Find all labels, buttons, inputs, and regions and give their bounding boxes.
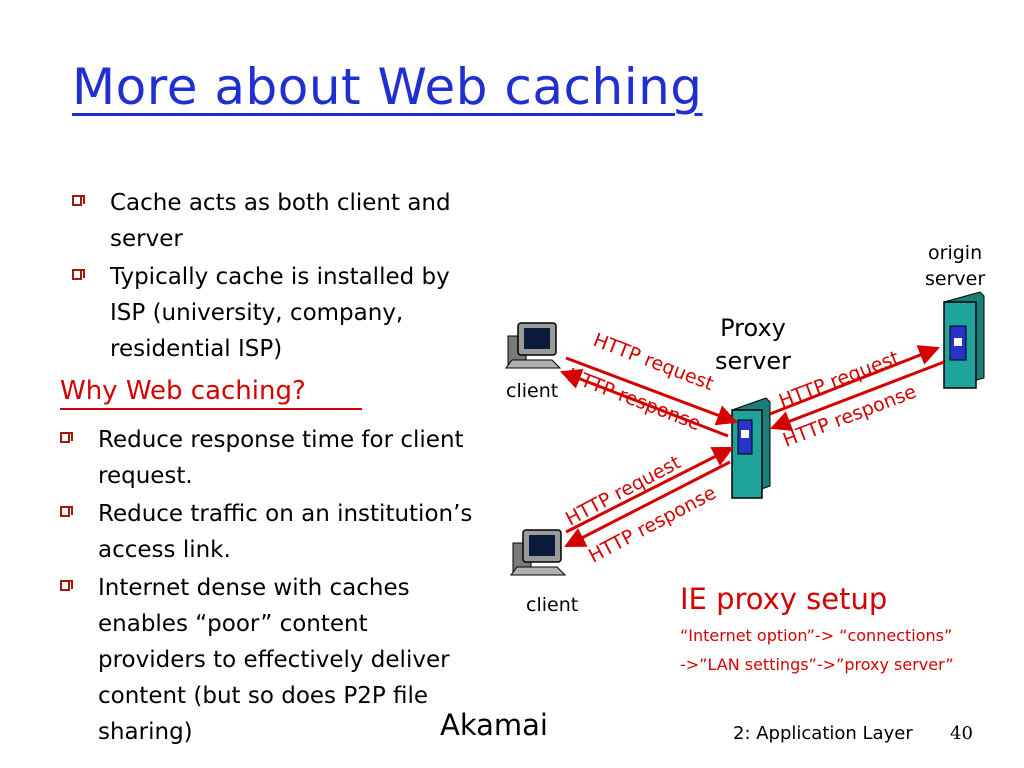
arrow-response (564, 460, 731, 548)
computer-icon (505, 322, 562, 369)
proxy-server-icon (731, 397, 771, 499)
origin-server-label: origin server (925, 240, 985, 292)
page-number: 40 (950, 723, 973, 744)
bullet-item: Cache acts as both client and server (72, 185, 472, 257)
bullet-item: Reduce response time for client request. (60, 422, 480, 494)
proxy-server-label: Proxy server (715, 312, 791, 378)
arrow-response (560, 369, 729, 438)
proxy-label-line: Proxy (720, 314, 786, 342)
bullet-list-why: Reduce response time for client request.… (60, 422, 480, 752)
proxy-label-line: server (715, 347, 791, 375)
bullet-item: Reduce traffic on an institution’s acces… (60, 496, 480, 568)
ie-proxy-title: IE proxy setup (680, 582, 888, 616)
computer-icon (510, 529, 567, 576)
slide-title: More about Web caching (72, 58, 703, 116)
bullet-text: Typically cache is installed by ISP (uni… (110, 264, 450, 362)
ie-proxy-line: “Internet option”-> “connections” (680, 626, 953, 645)
bullet-box-icon (72, 269, 85, 280)
bullet-list-top: Cache acts as both client and server Typ… (72, 185, 472, 369)
footer-text: 2: Application Layer (733, 723, 913, 744)
arrow-request (565, 446, 734, 534)
bullet-box-icon (60, 506, 73, 517)
bullet-item: Internet dense with caches enables “poor… (60, 570, 480, 750)
bullet-text: Internet dense with caches enables “poor… (98, 575, 450, 745)
bullet-text: Cache acts as both client and server (110, 190, 451, 252)
client-bottom-label: client (526, 594, 578, 616)
arrow-request (769, 345, 940, 416)
bullet-text: Reduce traffic on an institution’s acces… (98, 501, 473, 563)
bullet-box-icon (60, 580, 73, 591)
origin-label-line: origin (928, 242, 983, 264)
bullet-box-icon (60, 432, 73, 443)
arrow-request (565, 356, 738, 426)
origin-label-line: server (925, 268, 986, 290)
ie-proxy-line: ->”LAN settings”->”proxy server” (680, 655, 954, 674)
bullet-text: Reduce response time for client request. (98, 427, 464, 489)
origin-server-icon (943, 291, 985, 389)
bullet-box-icon (72, 195, 85, 206)
client-top-label: client (506, 380, 558, 402)
arrow-response (770, 360, 945, 432)
akamai-label: Akamai (440, 708, 548, 742)
bullet-item: Typically cache is installed by ISP (uni… (72, 259, 472, 367)
why-heading: Why Web caching? (60, 376, 362, 410)
